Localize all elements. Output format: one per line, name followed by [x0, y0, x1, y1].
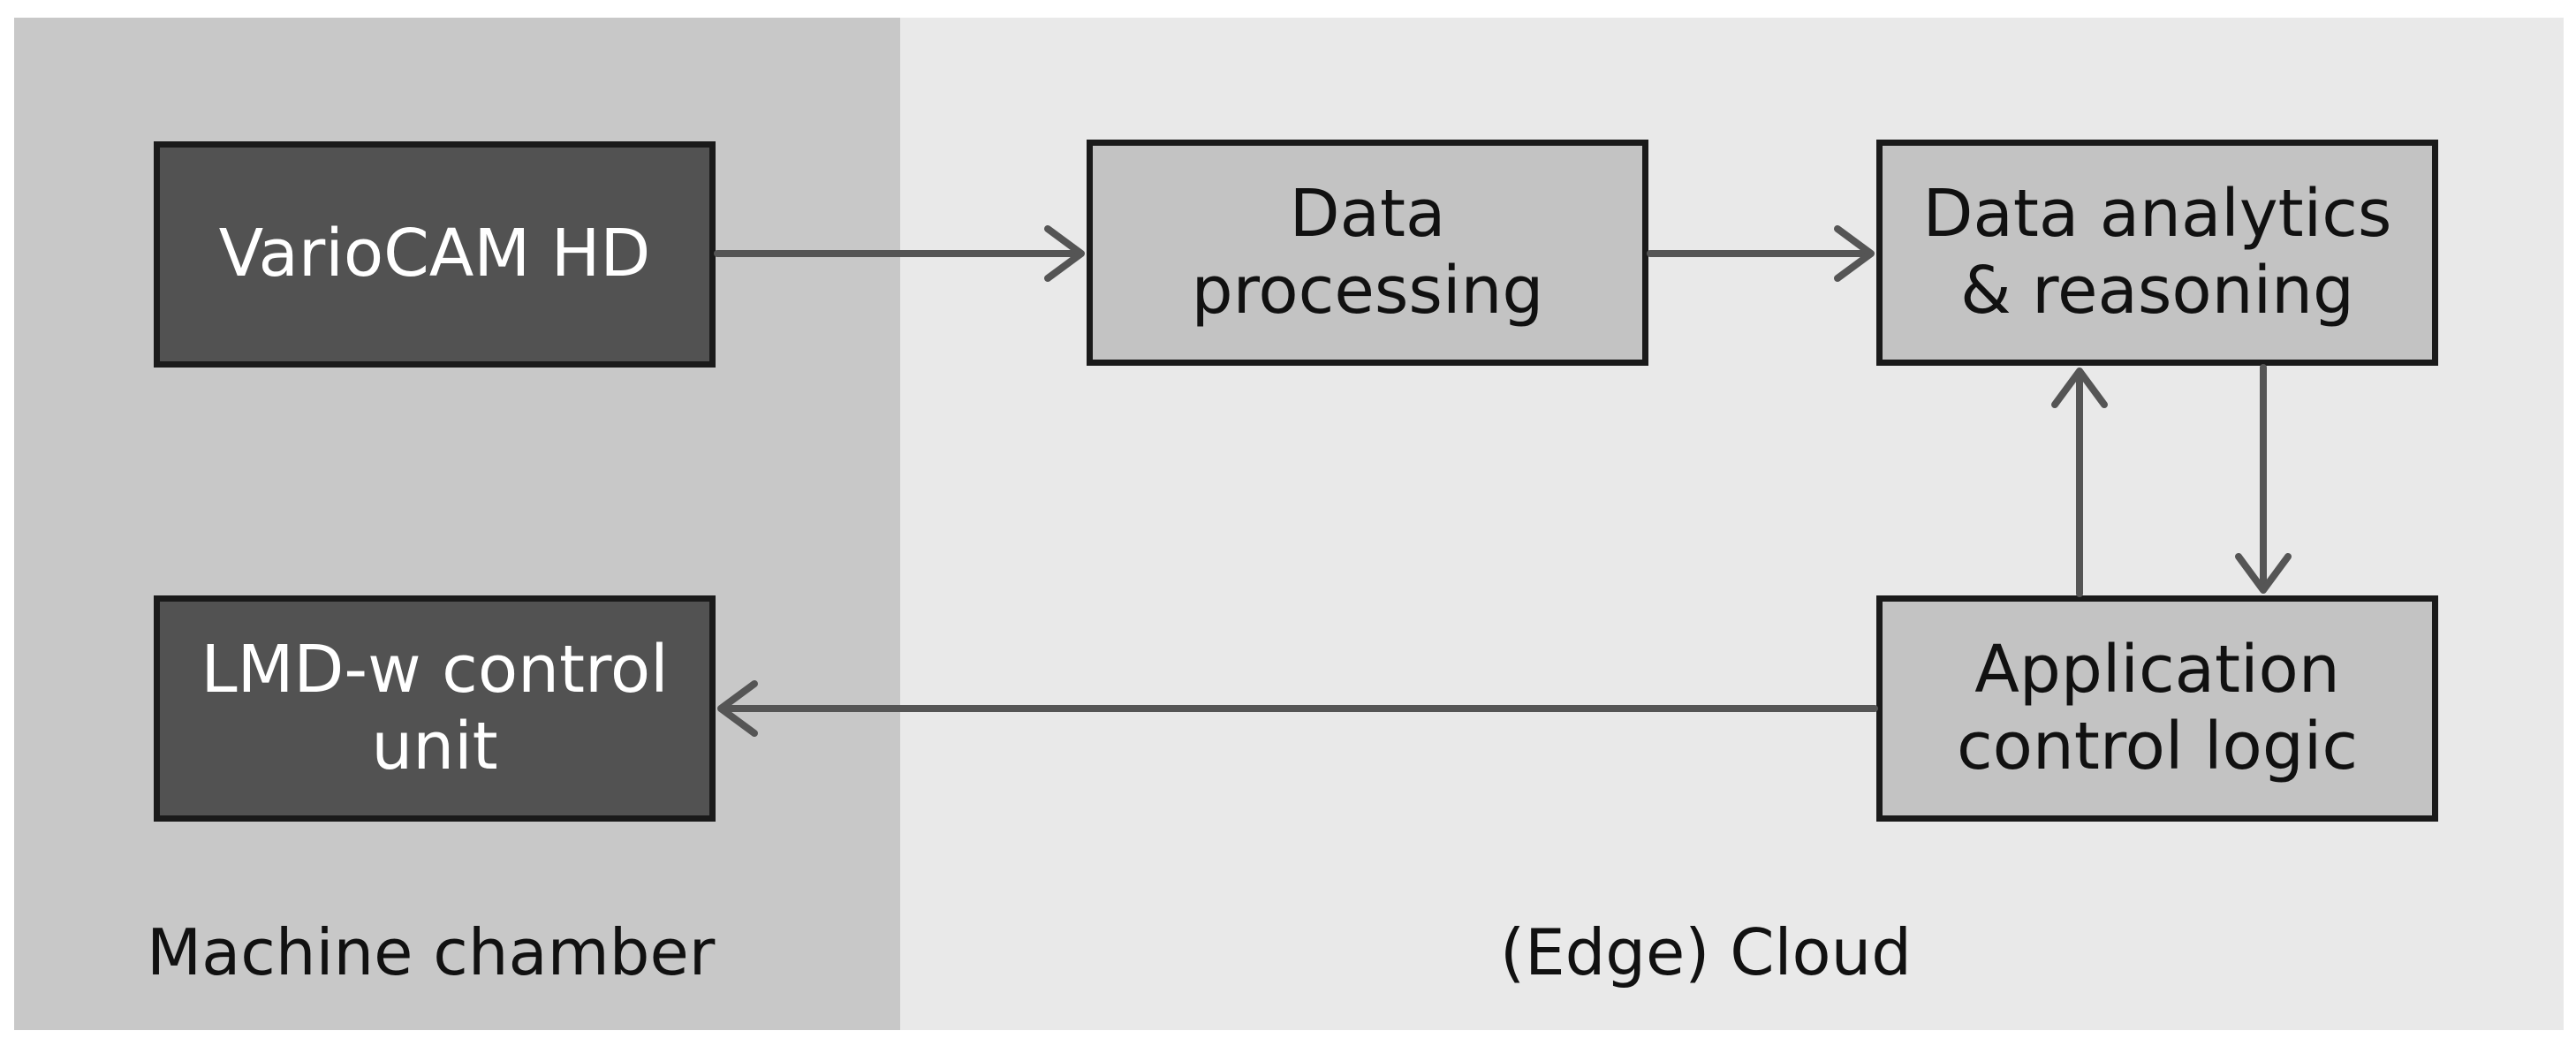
machine-chamber-label: Machine chamber [147, 915, 716, 989]
edge-cloud-label: (Edge) Cloud [1500, 915, 1912, 989]
data-processing-label-line-1: Data [1289, 175, 1446, 252]
data-analytics-label-line-1: Data analytics [1922, 175, 2392, 252]
data-processing-label-line-2: processing [1191, 253, 1544, 329]
application-control-logic-node: Application control logic [1876, 595, 2438, 822]
lmd-w-control-label-line-2: unit [371, 709, 498, 784]
variocam-hd-label-line-1: VarioCAM HD [218, 216, 651, 292]
lmd-w-control-label-line-1: LMD-w control [201, 631, 669, 708]
lmd-w-control-unit-node: LMD-w control unit [154, 595, 716, 822]
application-control-label-line-1: Application [1974, 631, 2340, 708]
application-control-label-line-2: control logic [1956, 709, 2359, 784]
data-analytics-node: Data analytics & reasoning [1876, 140, 2438, 366]
data-analytics-label-line-2: & reasoning [1959, 253, 2355, 329]
variocam-hd-node: VarioCAM HD [154, 141, 716, 368]
data-processing-node: Data processing [1087, 140, 1648, 366]
